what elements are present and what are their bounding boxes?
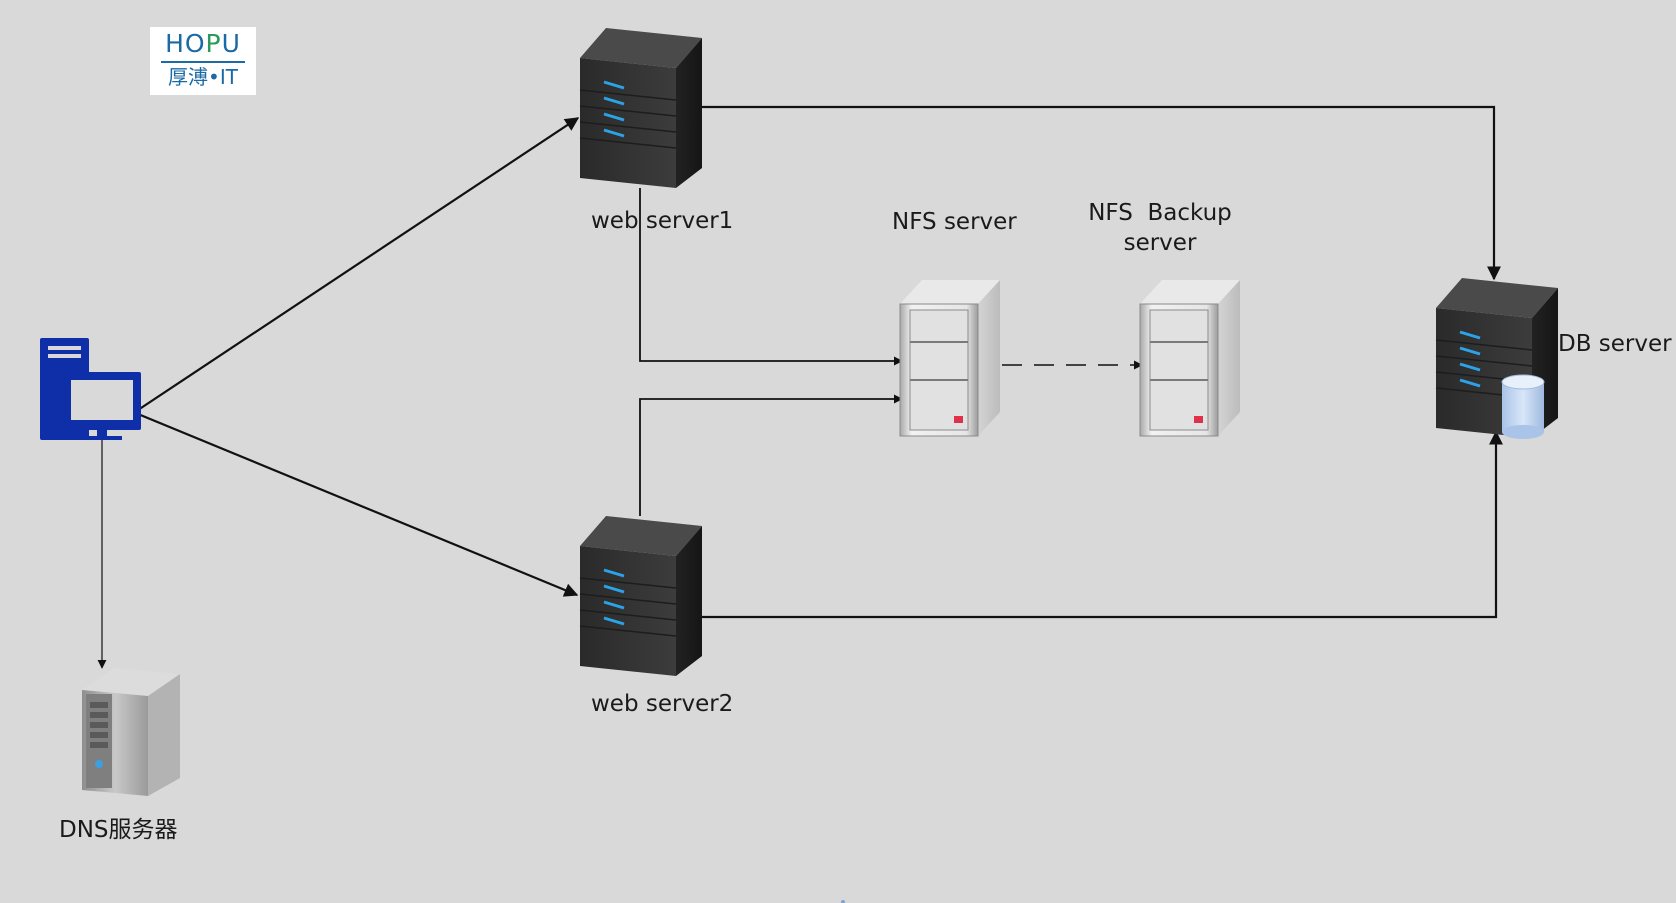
dark-server-icon xyxy=(579,516,702,676)
nfs-backup-label: NFS Backup server xyxy=(1080,199,1240,259)
web-server1-label: web server1 xyxy=(591,208,734,234)
edge-client-web1 xyxy=(137,117,580,411)
logo-top-text-value: HOPU xyxy=(165,29,241,58)
dns-server-label: DNS服务器 xyxy=(59,817,178,843)
db-server-label: DB server xyxy=(1558,331,1672,357)
desktop-computer-icon xyxy=(40,338,141,440)
edge-client-web2 xyxy=(137,412,579,597)
edge-web2-nfs xyxy=(639,394,903,516)
edge-web2-db xyxy=(646,430,1503,619)
edge-web1-db xyxy=(700,105,1501,281)
hopu-logo: HOPU 厚溥•IT xyxy=(150,27,256,95)
gray-server-icon xyxy=(899,280,1000,437)
nfs-backup-label-line1: NFS Backup xyxy=(1088,200,1232,226)
nfs-server-label: NFS server xyxy=(892,209,1017,235)
logo-bottom-text: 厚溥•IT xyxy=(168,65,238,89)
logo-divider xyxy=(161,61,245,63)
database-server-icon xyxy=(1435,278,1558,439)
gray-server-icon xyxy=(1139,280,1240,437)
connector-lines xyxy=(97,105,1503,669)
nfs-backup-label-line2: server xyxy=(1123,229,1197,256)
dark-server-icon xyxy=(579,28,702,188)
dns-server-icon xyxy=(82,668,180,796)
artifact-dot xyxy=(841,900,845,903)
web-server2-label: web server2 xyxy=(591,691,734,717)
edge-web1-nfs xyxy=(639,188,903,366)
database-cylinder-icon xyxy=(1501,374,1545,439)
logo-top-text: HOPU xyxy=(150,29,256,59)
